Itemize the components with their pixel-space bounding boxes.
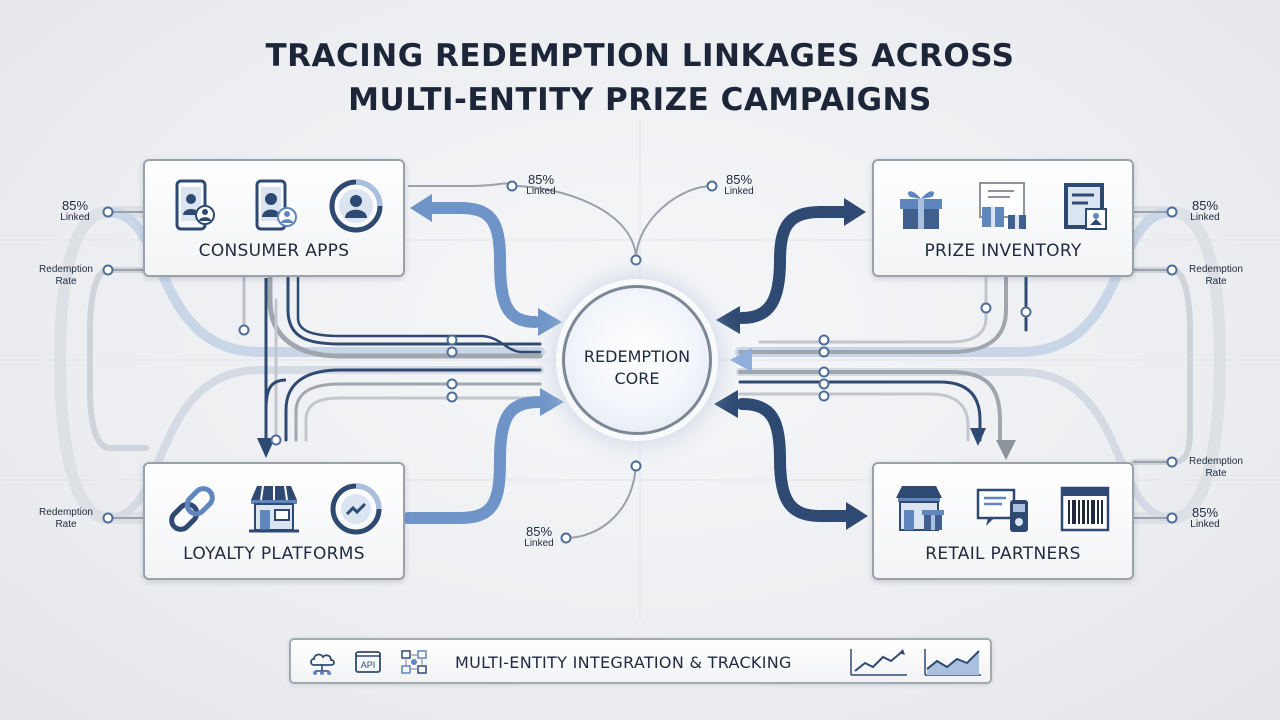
stat-left-bottom: Redemption Rate	[28, 507, 104, 531]
stat-left-bottom-line-1: Redemption	[39, 507, 93, 518]
footer-text: MULTI-ENTITY INTEGRATION & TRACKING	[455, 653, 792, 672]
stat-center-bottom: 85% Linked	[516, 524, 562, 550]
prize-inventory-card[interactable]: PRIZE INVENTORY	[872, 159, 1134, 277]
chain-link-icon	[163, 480, 221, 538]
line-chart-icon	[849, 647, 909, 677]
loyalty-to-core-lines	[242, 276, 542, 442]
stat-right-bottom-label: Linked	[1190, 519, 1220, 530]
api-icon-label: API	[361, 660, 376, 670]
consumer-to-core-lines	[267, 275, 543, 442]
mobile-user-icon	[163, 177, 221, 235]
user-circle-icon	[327, 177, 385, 235]
redemption-core: REDEMPTION CORE	[562, 285, 712, 435]
title-line-2: MULTI-ENTITY PRIZE CAMPAIGNS	[348, 82, 932, 118]
stat-right-mid-line-1: Redemption	[1189, 264, 1243, 275]
loyalty-platforms-card[interactable]: LOYALTY PLATFORMS	[143, 462, 405, 580]
stat-right-top-value: 85%	[1191, 198, 1219, 213]
stat-left-top: 85% Linked	[50, 198, 100, 224]
stat-center-top-left-value: 85%	[527, 172, 555, 187]
stat-right-bottom-value: 85%	[1191, 505, 1219, 520]
loyalty-badge-icon	[327, 480, 385, 538]
core-arrows	[402, 194, 868, 530]
stat-center-bottom-value: 85%	[525, 524, 553, 539]
right-outer-loops	[735, 206, 1227, 524]
retail-partners-label: RETAIL PARTNERS	[925, 544, 1081, 564]
stat-left-top-label: Linked	[60, 212, 90, 223]
pos-terminal-icon	[974, 480, 1032, 538]
retail-partners-card[interactable]: RETAIL PARTNERS	[872, 462, 1134, 580]
prize-inventory-label: PRIZE INVENTORY	[924, 241, 1082, 261]
stat-center-top-right-label: Linked	[724, 186, 754, 197]
stat-right-lower: Redemption Rate	[1178, 456, 1254, 480]
consumer-apps-label: CONSUMER APPS	[198, 241, 350, 261]
prize-to-core-lines	[738, 276, 1028, 354]
area-chart-icon	[923, 647, 983, 677]
core-label-line-1: REDEMPTION	[583, 347, 691, 366]
left-outer-loops	[53, 206, 545, 524]
page-title: TRACING REDEMPTION LINKAGES ACROSS MULTI…	[0, 34, 1280, 122]
prize-card-icon	[1056, 177, 1114, 235]
retail-to-core-lines	[738, 370, 1016, 460]
stat-left-mid-line-2: Rate	[55, 276, 77, 287]
data-flow-icon	[399, 647, 429, 677]
stat-center-bottom-label: Linked	[524, 538, 554, 549]
gift-box-icon	[892, 177, 950, 235]
cloud-network-icon	[307, 647, 337, 677]
loyalty-platforms-label: LOYALTY PLATFORMS	[183, 544, 365, 564]
stat-center-top-right-value: 85%	[725, 172, 753, 187]
stat-right-bottom: 85% Linked	[1180, 505, 1230, 531]
gift-voucher-icon	[974, 177, 1032, 235]
stat-right-mid-line-2: Rate	[1205, 276, 1227, 287]
stat-left-mid: Redemption Rate	[28, 264, 104, 288]
storefront-icon	[245, 480, 303, 538]
core-label: REDEMPTION CORE	[565, 346, 709, 390]
shop-gift-icon	[892, 480, 950, 538]
stat-right-mid: Redemption Rate	[1178, 264, 1254, 288]
connector-dots	[102, 180, 1178, 544]
api-icon: API	[353, 647, 383, 677]
stat-right-top: 85% Linked	[1180, 198, 1230, 224]
stat-left-bottom-line-2: Rate	[55, 519, 77, 530]
stat-right-lower-line-1: Redemption	[1189, 456, 1243, 467]
consumer-apps-card[interactable]: CONSUMER APPS	[143, 159, 405, 277]
stat-right-top-label: Linked	[1190, 212, 1220, 223]
title-line-1: TRACING REDEMPTION LINKAGES ACROSS	[265, 38, 1015, 74]
core-label-line-2: CORE	[614, 369, 660, 388]
footer-bar: API MULTI-ENTITY INTEGRATION & TRACKING	[289, 638, 992, 684]
stat-center-top-left: 85% Linked	[518, 172, 564, 198]
barcode-icon	[1056, 480, 1114, 538]
stat-center-top-left-label: Linked	[526, 186, 556, 197]
stat-left-mid-line-1: Redemption	[39, 264, 93, 275]
stat-center-top-right: 85% Linked	[716, 172, 762, 198]
stat-left-top-value: 85%	[61, 198, 89, 213]
mobile-users-icon	[245, 177, 303, 235]
down-arrow-left	[257, 278, 287, 458]
stat-right-lower-line-2: Rate	[1205, 468, 1227, 479]
